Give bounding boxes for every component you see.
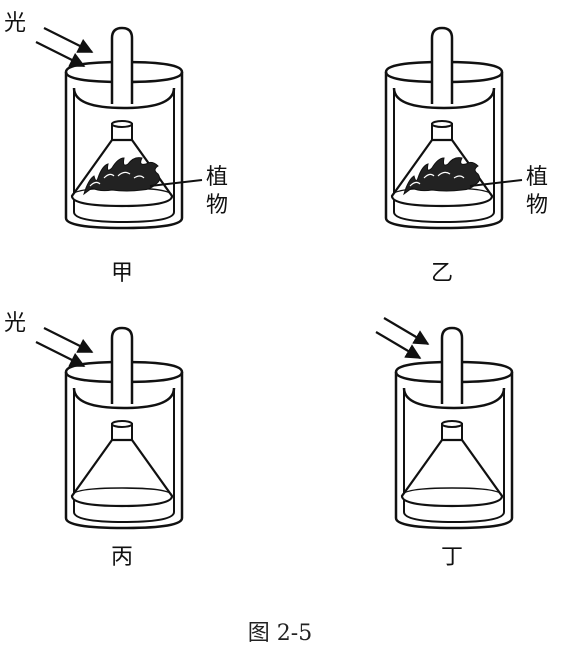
light-label: 光 — [4, 311, 26, 336]
figure-caption: 图 2-5 — [248, 621, 312, 646]
panel-label: 丙 — [111, 545, 133, 570]
plant-icon — [403, 157, 481, 196]
bell-jar — [394, 360, 514, 530]
piston-rod — [440, 326, 464, 404]
panel-bing: 光 丙 — [4, 311, 184, 570]
light-label: 光 — [4, 11, 26, 36]
bell-jar — [64, 60, 184, 230]
light-arrows — [35, 327, 94, 367]
plant-pointer-line — [149, 179, 203, 187]
light-arrows — [35, 27, 94, 67]
plant-label-line1: 植 — [526, 165, 548, 190]
plant-label-line2: 物 — [526, 193, 548, 218]
plant-label-line2: 物 — [206, 193, 228, 218]
piston-rod — [430, 26, 454, 104]
piston-rod — [110, 326, 134, 404]
piston-rod — [110, 26, 134, 104]
plant-pointer-line — [469, 179, 523, 187]
plant-label-line1: 植 — [206, 165, 228, 190]
panel-yi: 植 物 乙 — [384, 26, 548, 286]
plant-icon — [83, 157, 161, 196]
funnel — [70, 420, 174, 508]
funnel — [400, 420, 504, 508]
panel-jia: 植 物 光 甲 — [4, 11, 228, 286]
panel-label: 乙 — [431, 261, 453, 286]
panel-ding: 丁 — [375, 317, 514, 570]
light-arrows — [375, 317, 430, 359]
panel-label: 甲 — [111, 261, 133, 286]
panel-label: 丁 — [441, 545, 463, 570]
